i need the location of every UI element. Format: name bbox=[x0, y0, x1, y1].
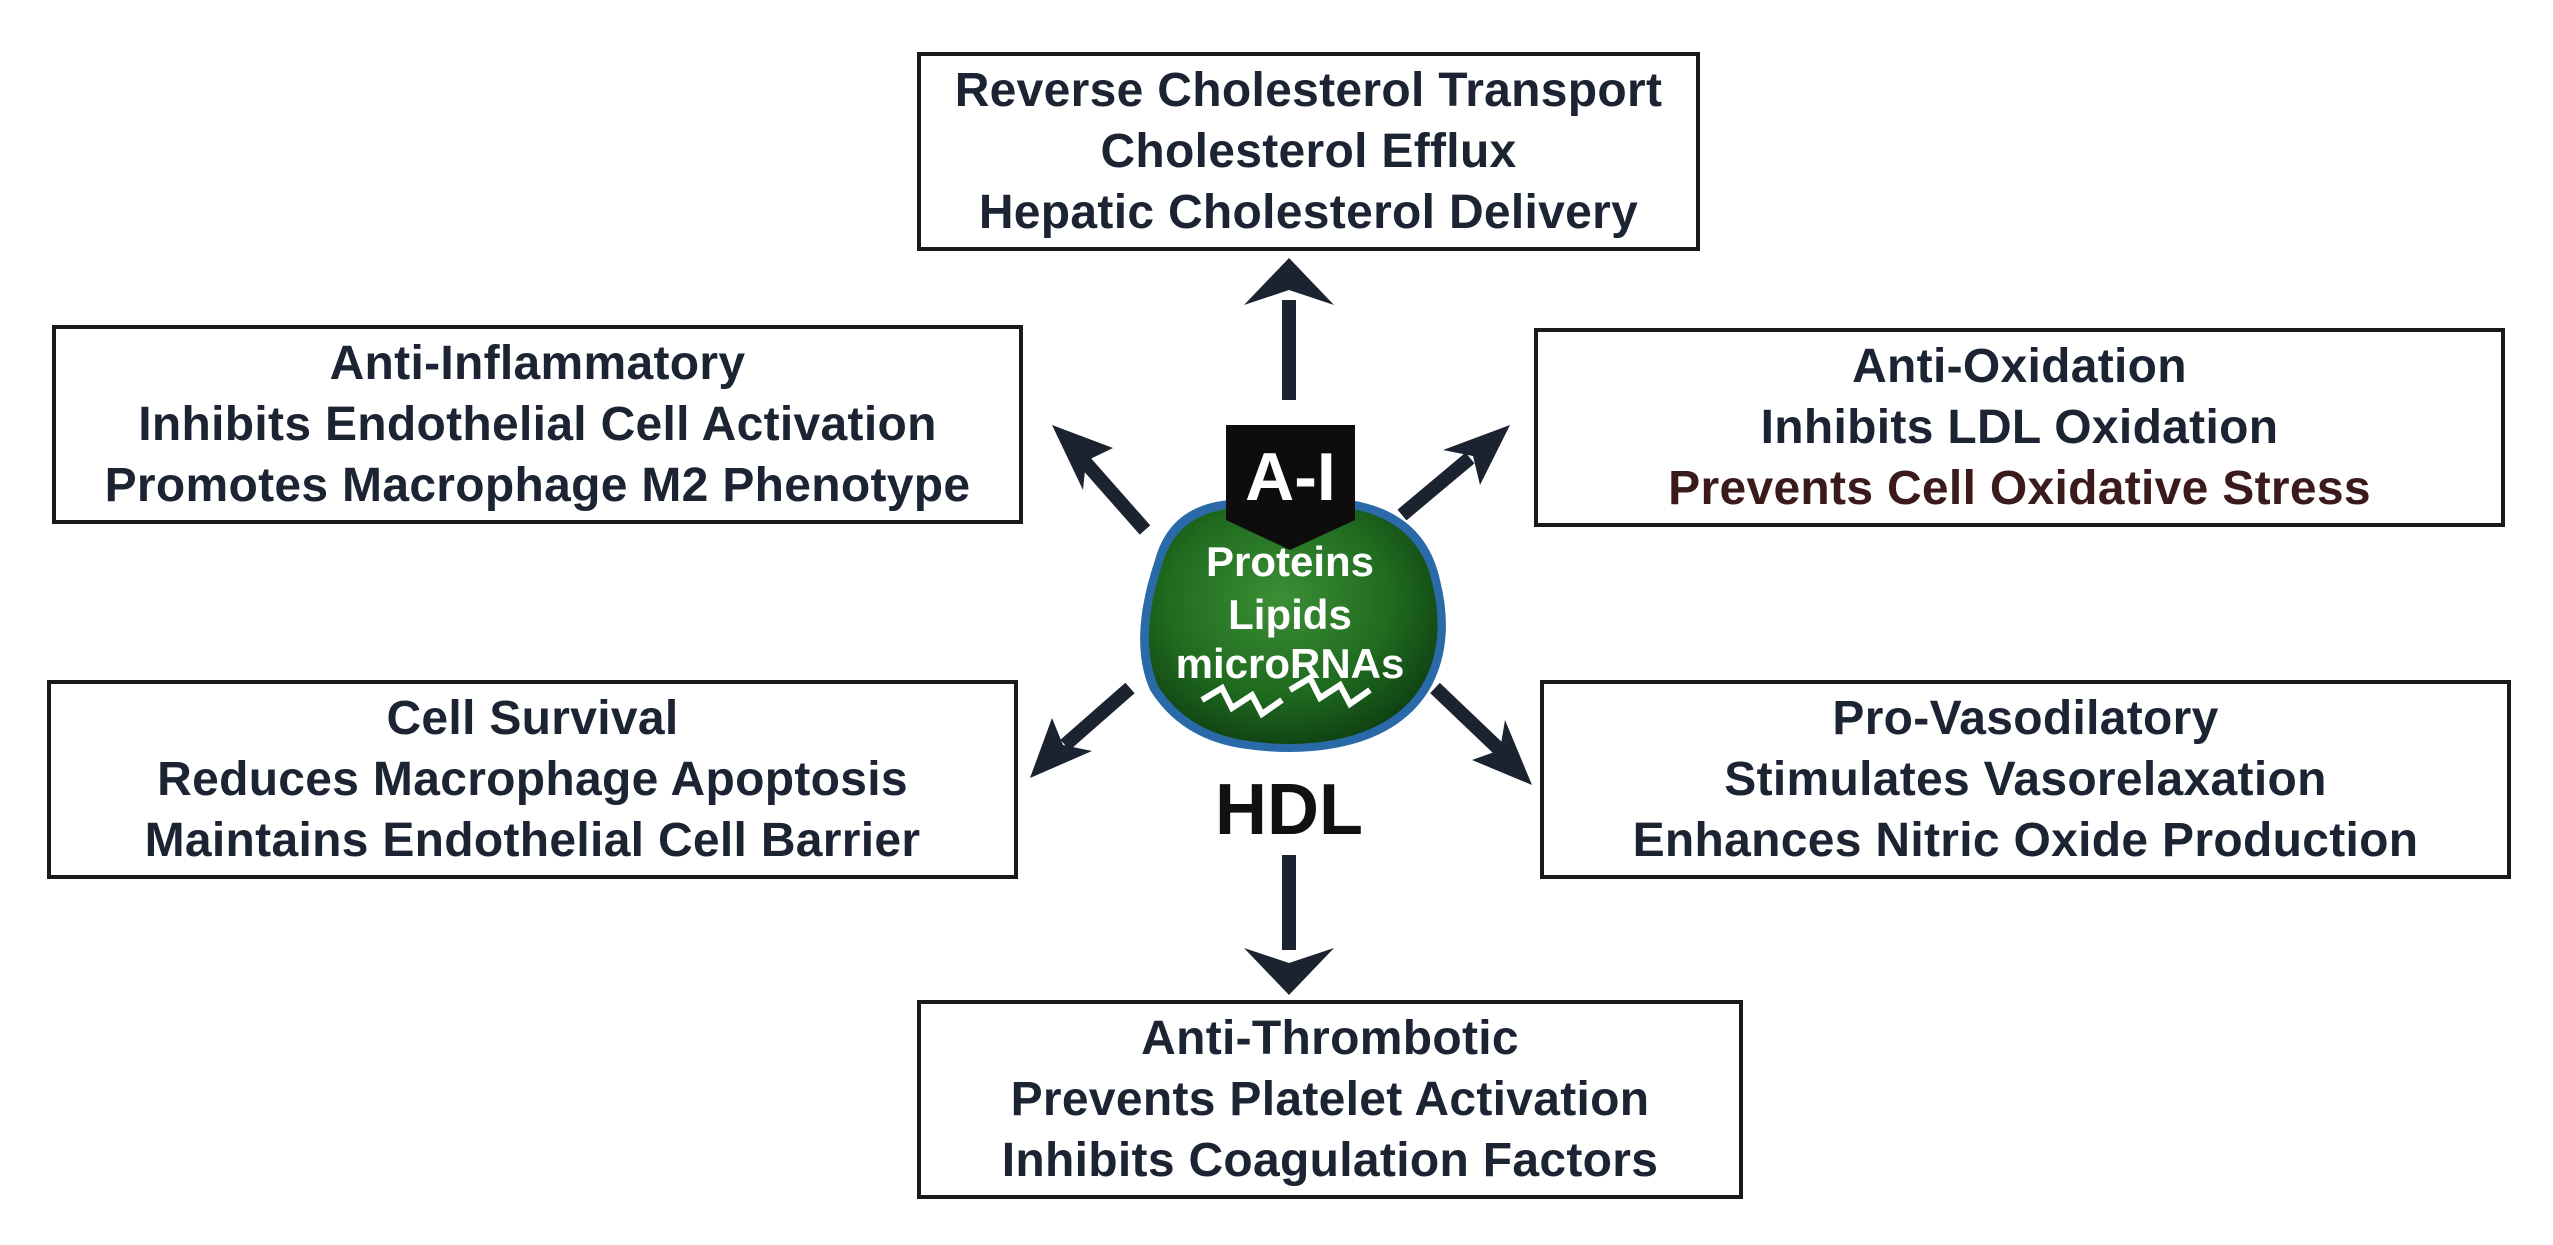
apo-a1-tag bbox=[1226, 425, 1355, 550]
box-item: Stimulates Vasorelaxation bbox=[1724, 753, 2327, 806]
particle-body bbox=[1148, 503, 1438, 744]
box-anti-inflammatory: Anti-Inflammatory Inhibits Endothelial C… bbox=[52, 325, 1023, 524]
box-item: Hepatic Cholesterol Delivery bbox=[978, 186, 1639, 239]
box-reverse-cholesterol-transport: Reverse Cholesterol Transport Cholestero… bbox=[917, 52, 1700, 251]
box-title: Anti-Inflammatory bbox=[329, 337, 746, 390]
box-title: Pro-Vasodilatory bbox=[1832, 692, 2219, 745]
arrow-upper-right bbox=[1397, 425, 1510, 521]
core-micrornas-label: microRNAs bbox=[1175, 640, 1405, 687]
hdl-particle bbox=[1140, 495, 1446, 752]
arrows bbox=[1030, 258, 1532, 995]
arrow-lower-right bbox=[1430, 682, 1532, 785]
apo-a1-label: A-I bbox=[1245, 439, 1336, 515]
box-item: Inhibits Endothelial Cell Activation bbox=[138, 398, 937, 451]
box-pro-vasodilatory: Pro-Vasodilatory Stimulates Vasorelaxati… bbox=[1540, 680, 2511, 879]
core-proteins-label: Proteins bbox=[1205, 538, 1375, 585]
box-item: Cholesterol Efflux bbox=[1100, 125, 1517, 178]
box-item: Promotes Macrophage M2 Phenotype bbox=[104, 459, 971, 512]
hdl-label: HDL bbox=[1215, 770, 1363, 850]
arrow-lower-left bbox=[1030, 682, 1135, 778]
zigzag-icon bbox=[1200, 673, 1372, 719]
box-item: Enhances Nitric Oxide Production bbox=[1632, 814, 2419, 867]
box-title: Anti-Thrombotic bbox=[1141, 1012, 1519, 1065]
arrow-up bbox=[1244, 258, 1334, 400]
box-item: Reduces Macrophage Apoptosis bbox=[157, 753, 908, 806]
box-item: Prevents Cell Oxidative Stress bbox=[1668, 462, 2371, 515]
box-anti-thrombotic: Anti-Thrombotic Prevents Platelet Activa… bbox=[917, 1000, 1743, 1199]
box-title: Anti-Oxidation bbox=[1852, 340, 2187, 393]
box-cell-survival: Cell Survival Reduces Macrophage Apoptos… bbox=[47, 680, 1018, 879]
box-title: Reverse Cholesterol Transport bbox=[954, 64, 1663, 117]
box-item: Maintains Endothelial Cell Barrier bbox=[144, 814, 921, 867]
box-item: Inhibits Coagulation Factors bbox=[1001, 1134, 1659, 1187]
core-lipids-label: Lipids bbox=[1228, 591, 1352, 638]
box-title: Cell Survival bbox=[386, 692, 679, 745]
arrow-down bbox=[1244, 855, 1334, 995]
box-item: Inhibits LDL Oxidation bbox=[1760, 401, 2279, 454]
box-item: Prevents Platelet Activation bbox=[1010, 1073, 1650, 1126]
box-anti-oxidation: Anti-Oxidation Inhibits LDL Oxidation Pr… bbox=[1534, 328, 2505, 527]
arrow-upper-left bbox=[1052, 425, 1151, 535]
